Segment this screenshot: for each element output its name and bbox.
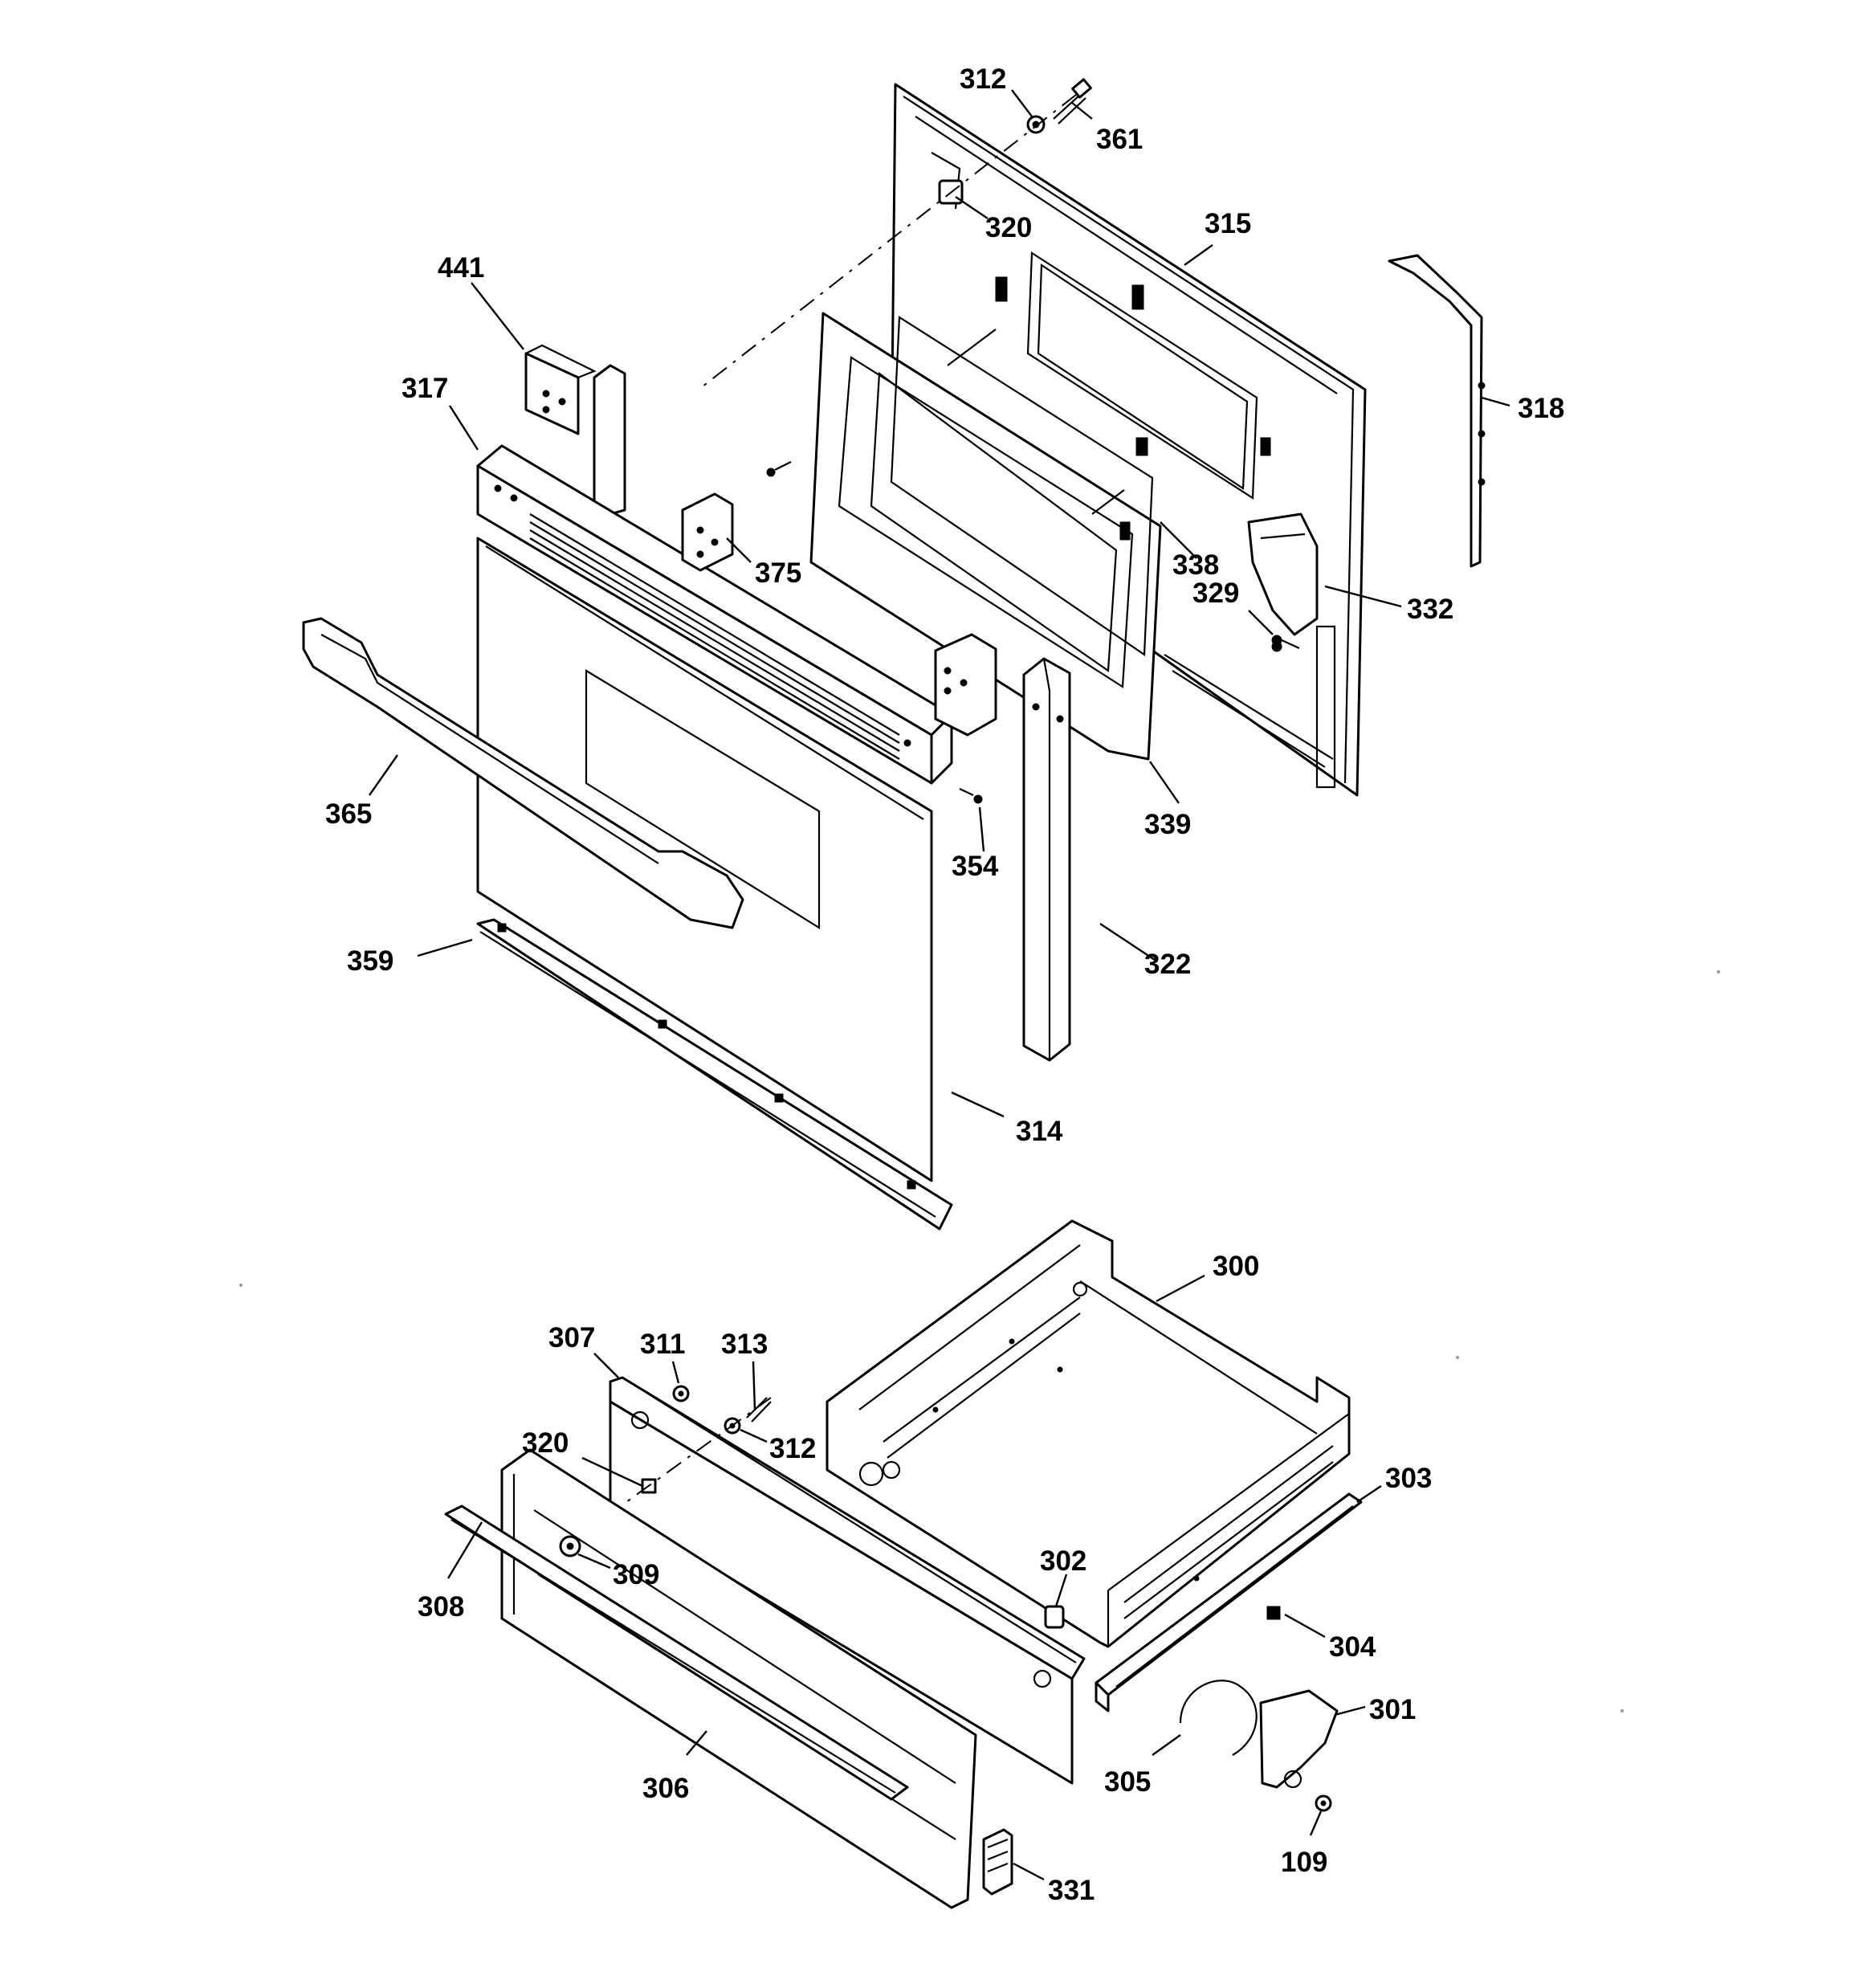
door-side-post-right <box>1022 657 1071 1062</box>
scan-specks <box>239 970 1720 1712</box>
drawer-trim-strip <box>444 1504 909 1801</box>
callout-329: 329 <box>1192 578 1239 609</box>
drawer-roller-302 <box>1044 1605 1065 1629</box>
retaining-clip-305 <box>1179 1680 1258 1756</box>
callout-318: 318 <box>1518 393 1564 424</box>
nut-109 <box>1315 1794 1332 1812</box>
drawer-stop-304 <box>1266 1606 1281 1620</box>
callout-315: 315 <box>1205 208 1251 239</box>
callout-307: 307 <box>548 1322 595 1353</box>
screw-329 <box>1271 635 1300 650</box>
callout-312-lower: 312 <box>769 1433 816 1464</box>
door-side-post-left <box>593 364 626 516</box>
callout-308: 308 <box>418 1591 464 1623</box>
callout-301: 301 <box>1369 1694 1416 1725</box>
callout-313: 313 <box>721 1329 768 1360</box>
callout-375: 375 <box>755 557 801 589</box>
callout-314: 314 <box>1016 1116 1063 1147</box>
leader-lines <box>369 89 1510 1881</box>
door-handle <box>302 617 744 929</box>
door-bottom-trim <box>476 918 953 1231</box>
hinge-bracket-375-right <box>934 633 997 737</box>
drawer-slide-rail <box>1095 1492 1363 1712</box>
callout-365: 365 <box>325 798 372 830</box>
callout-300: 300 <box>1213 1251 1259 1282</box>
callout-338: 338 <box>1172 549 1219 581</box>
callout-332: 332 <box>1407 594 1453 625</box>
door-gasket <box>1388 254 1486 568</box>
callout-361: 361 <box>1096 124 1143 155</box>
callout-305: 305 <box>1104 1766 1151 1798</box>
callout-312-top: 312 <box>960 63 1006 95</box>
screw-small-upper <box>766 461 792 477</box>
vent-slots <box>529 513 900 760</box>
callout-354: 354 <box>952 851 999 882</box>
callout-labels: 312 361 320 315 441 317 318 375 338 329 … <box>325 63 1564 1906</box>
callout-309: 309 <box>613 1559 659 1590</box>
hinge-bracket-441 <box>524 344 597 435</box>
window-frame <box>809 276 1162 761</box>
door-inner-panel <box>890 83 1367 797</box>
screw-top <box>1053 78 1092 125</box>
nut-top <box>1026 115 1046 134</box>
callout-320-top: 320 <box>985 212 1032 243</box>
callout-339: 339 <box>1144 809 1191 840</box>
callout-320-lower: 320 <box>522 1427 569 1459</box>
callout-359: 359 <box>347 945 393 977</box>
hinge-bracket-375-left <box>681 492 734 572</box>
callout-311: 311 <box>640 1329 685 1360</box>
drawer-front-inner <box>609 1376 1086 1785</box>
drawer-bracket-301 <box>1259 1689 1339 1789</box>
nut-311 <box>672 1385 690 1402</box>
callout-441: 441 <box>438 252 484 284</box>
callout-322: 322 <box>1144 949 1191 980</box>
window-glass <box>890 316 1154 657</box>
door-insulation <box>1247 512 1319 636</box>
screw-354 <box>959 788 983 804</box>
door-vent-trim <box>476 444 953 785</box>
callout-306: 306 <box>642 1773 689 1804</box>
callout-331: 331 <box>1048 1875 1095 1906</box>
callout-304: 304 <box>1329 1631 1376 1663</box>
screw-313 <box>746 1397 772 1423</box>
callout-303: 303 <box>1385 1463 1432 1494</box>
callout-109: 109 <box>1281 1847 1327 1878</box>
end-bracket-331 <box>982 1828 1013 1896</box>
callout-317: 317 <box>402 373 448 404</box>
callout-302: 302 <box>1040 1545 1086 1577</box>
